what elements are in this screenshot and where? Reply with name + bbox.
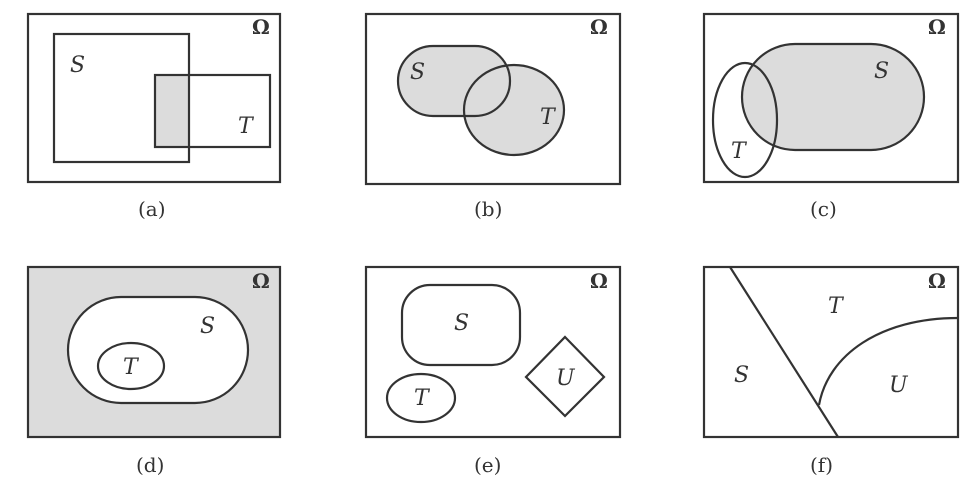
set-u-label: U (889, 373, 909, 398)
set-s-label: S (734, 363, 749, 388)
panel-f: Ω T S U (f) (702, 265, 960, 477)
panel-caption: (a) (138, 197, 166, 221)
set-s-rounded-rect (740, 42, 926, 152)
omega-label: Ω (252, 269, 270, 293)
panel-caption: (f) (810, 453, 833, 477)
omega-frame (364, 265, 622, 439)
set-s-label: S (200, 314, 215, 339)
panel-b: Ω S T (b) (364, 12, 622, 221)
omega-frame (364, 12, 622, 186)
omega-label: Ω (928, 15, 946, 39)
set-u-diamond (524, 335, 606, 418)
partition-curve (817, 316, 959, 406)
omega-frame (702, 12, 960, 184)
set-t-rectangle (153, 73, 272, 149)
panel-e: Ω S T U (e) (364, 265, 622, 477)
partition-line (729, 266, 839, 438)
set-s-rounded-rect (66, 295, 250, 405)
set-s-rounded-rect (400, 283, 522, 367)
panel-caption: (e) (474, 453, 501, 477)
omega-frame (702, 265, 960, 439)
set-t-label: T (238, 114, 255, 139)
panel-c: Ω S T (c) (702, 12, 960, 221)
set-t-label: T (540, 105, 557, 130)
omega-label: Ω (252, 15, 270, 39)
omega-label: Ω (590, 15, 608, 39)
set-t-ellipse (385, 372, 457, 424)
panel-caption: (b) (474, 197, 502, 221)
panel-caption: (d) (136, 453, 164, 477)
set-t-ellipse (462, 63, 566, 157)
set-t-ellipse (711, 61, 779, 179)
set-t-label: T (123, 355, 140, 380)
intersection-region (155, 75, 189, 147)
set-u-label: U (556, 366, 576, 391)
set-t-label: T (828, 294, 845, 319)
set-t-ellipse (96, 341, 166, 391)
set-s-label: S (410, 60, 425, 85)
set-t-label: T (731, 139, 748, 164)
set-s-rectangle (52, 32, 191, 164)
set-s-shaded (742, 44, 924, 150)
panel-caption: (c) (810, 197, 837, 221)
omega-frame (26, 265, 282, 439)
set-s-label: S (454, 311, 469, 336)
panel-a: Ω S T (a) (26, 12, 282, 221)
omega-frame (26, 12, 282, 184)
set-s-rounded-rect (396, 44, 512, 118)
omega-label: Ω (590, 269, 608, 293)
set-t-label: T (414, 386, 431, 411)
set-s-label: S (874, 59, 889, 84)
set-t-shaded (464, 65, 564, 155)
set-s-label: S (70, 53, 85, 78)
panel-d: Ω S T (d) (26, 265, 282, 477)
omega-label: Ω (928, 269, 946, 293)
